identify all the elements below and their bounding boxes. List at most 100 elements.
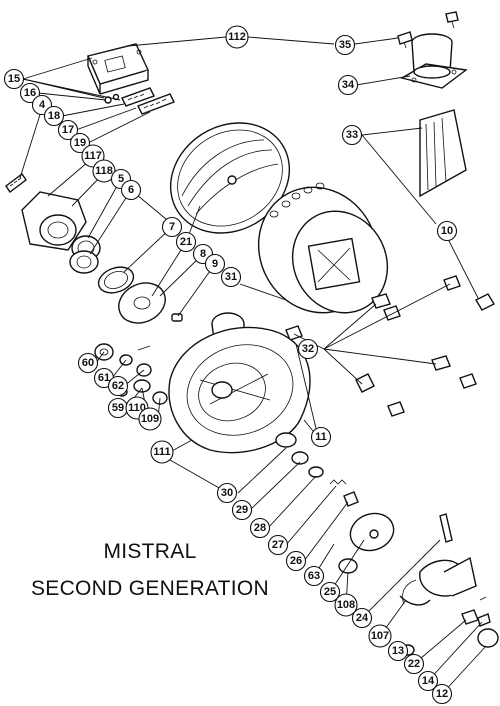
callout-circle — [368, 624, 392, 648]
callout-label: 35 — [339, 39, 351, 51]
callout-label: 111 — [153, 446, 170, 458]
callout-label: 63 — [308, 570, 320, 582]
callout-label: 25 — [324, 586, 336, 598]
callout-label: 17 — [62, 124, 74, 136]
part-ring-7 — [97, 266, 135, 294]
callout-label: 14 — [422, 675, 435, 687]
diagram-title-line-1: MISTRAL — [103, 540, 197, 563]
callout-14: 14 — [417, 670, 439, 692]
callout-label: 32 — [302, 343, 314, 355]
callout-25: 25 — [319, 581, 341, 603]
callout-112: 112 — [225, 25, 249, 49]
callout-33: 33 — [341, 124, 363, 146]
callout-13: 13 — [387, 640, 409, 662]
callout-32: 32 — [297, 338, 319, 360]
callout-label: 62 — [112, 380, 124, 392]
callout-60: 60 — [77, 352, 99, 374]
part-anchors — [104, 87, 175, 115]
callout-59: 59 — [107, 397, 129, 419]
callout-circle — [436, 220, 458, 242]
callout-label: 28 — [254, 522, 266, 534]
callout-circle — [334, 593, 358, 617]
callout-28: 28 — [249, 517, 271, 539]
callout-label: 24 — [356, 612, 369, 624]
callout-label: 6 — [128, 184, 134, 196]
callout-label: 16 — [24, 87, 36, 99]
callout-12: 12 — [431, 683, 453, 705]
part-handle-base — [400, 33, 468, 89]
part-bracket-plate — [87, 43, 149, 95]
callout-label: 5 — [118, 173, 124, 185]
callout-circle — [138, 407, 162, 431]
callout-16: 16 — [19, 82, 41, 104]
callout-label: 21 — [180, 236, 192, 248]
callout-26: 26 — [285, 550, 307, 572]
callout-circle — [403, 653, 425, 675]
callout-circle — [216, 482, 238, 504]
callout-label: 61 — [98, 372, 110, 384]
callout-label: 31 — [225, 271, 237, 283]
callout-circle — [19, 82, 41, 104]
callout-circle — [150, 440, 174, 464]
callout-label: 34 — [342, 79, 355, 91]
callout-63: 63 — [303, 565, 325, 587]
callout-19: 19 — [69, 132, 91, 154]
callout-circle — [161, 216, 183, 238]
callout-29: 29 — [231, 499, 253, 521]
callout-label: 117 — [84, 150, 102, 162]
part-cable-assembly — [399, 513, 477, 606]
callout-17: 17 — [57, 119, 79, 141]
part-front-grille — [169, 122, 291, 234]
part-main-housing — [168, 312, 311, 454]
callout-circle — [285, 550, 307, 572]
callout-circle — [387, 640, 409, 662]
callout-label: 60 — [82, 357, 94, 369]
callout-6: 6 — [120, 179, 142, 201]
callout-circle — [310, 426, 332, 448]
callout-circle — [249, 517, 271, 539]
callout-label: 30 — [221, 487, 233, 499]
part-impeller-disc — [349, 512, 395, 552]
callout-circle — [220, 266, 242, 288]
callout-24: 24 — [351, 607, 373, 629]
callout-label: 19 — [74, 137, 86, 149]
callout-35: 35 — [334, 34, 356, 56]
callout-label: 107 — [371, 630, 389, 642]
callout-labels: 1123515164181719343311711856721893110326… — [3, 25, 458, 705]
callout-label: 59 — [112, 402, 124, 414]
callout-circle — [77, 352, 99, 374]
callout-circle — [107, 375, 129, 397]
callout-label: 12 — [436, 688, 448, 700]
callout-11: 11 — [310, 426, 332, 448]
callout-circle — [319, 581, 341, 603]
callout-circle — [57, 119, 79, 141]
callout-label: 18 — [48, 110, 60, 122]
callout-circle — [417, 670, 439, 692]
callout-109: 109 — [138, 407, 162, 431]
callout-10: 10 — [436, 220, 458, 242]
part-seal-108 — [338, 558, 358, 574]
callout-label: 15 — [8, 73, 20, 85]
callout-circle — [341, 124, 363, 146]
callout-circle — [297, 338, 319, 360]
callout-label: 11 — [315, 431, 327, 443]
callout-circle — [69, 132, 91, 154]
callout-circle — [204, 253, 226, 275]
callout-circle — [334, 34, 356, 56]
callout-18: 18 — [43, 105, 65, 127]
callout-circle — [431, 683, 453, 705]
callout-9: 9 — [204, 253, 226, 275]
callout-31: 31 — [220, 266, 242, 288]
callout-label: 109 — [141, 413, 159, 425]
callout-circle — [351, 607, 373, 629]
callout-circle — [225, 25, 249, 49]
callout-circle — [303, 565, 325, 587]
callout-circle — [337, 74, 359, 96]
callout-circle — [3, 68, 25, 90]
callout-21: 21 — [175, 231, 197, 253]
part-nut-6 — [69, 250, 99, 274]
callout-118: 118 — [92, 159, 116, 183]
part-end-fittings — [401, 596, 499, 656]
callout-7: 7 — [161, 216, 183, 238]
diagram-title-line-2: SECOND GENERATION — [30, 577, 270, 600]
